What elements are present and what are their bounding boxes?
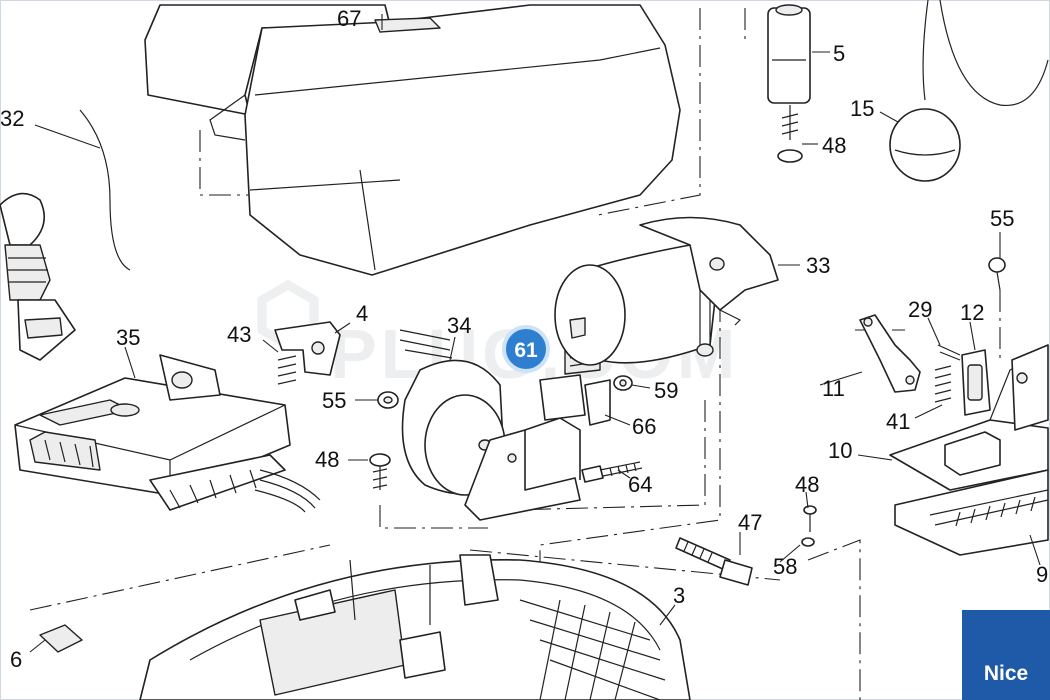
brand-text: Nice	[983, 662, 1029, 685]
callout-48-top: 48	[822, 133, 846, 158]
callout-47: 47	[738, 510, 762, 535]
part-32-lamp	[0, 109, 131, 361]
callout-11: 11	[822, 376, 845, 401]
part-55-nut-left	[377, 391, 399, 409]
part-59-nut	[613, 375, 633, 391]
callout-59: 59	[654, 378, 678, 403]
callout-6: 6	[10, 647, 22, 672]
part-48-screw-left	[369, 453, 391, 490]
part-10-board	[889, 344, 1049, 491]
part-5-holder	[767, 4, 811, 163]
callout-10: 10	[828, 438, 852, 463]
part-4-bracket	[274, 321, 341, 385]
highlight-label: 61	[514, 339, 538, 362]
callout-64: 64	[628, 472, 652, 497]
part-11-lever	[859, 314, 921, 393]
callout-66: 66	[632, 414, 656, 439]
highlight-marker-61[interactable]: 61	[502, 325, 550, 373]
part-47-bolt	[675, 537, 753, 586]
part-55-nut-right	[988, 257, 1006, 291]
part-29-pin	[937, 344, 961, 361]
part-9-rail	[894, 469, 1049, 556]
part-48-screw-right	[803, 505, 817, 532]
brand-logo: Nice	[962, 610, 1050, 700]
assembly-guide-lines	[29, 8, 1001, 700]
callout-15: 15	[850, 96, 874, 121]
part-33-motor	[554, 216, 779, 366]
callout-55-right: 55	[990, 206, 1014, 231]
part-58-washer	[801, 537, 815, 547]
callout-5: 5	[833, 41, 845, 66]
part-15-pendant	[889, 0, 1049, 182]
part-41-spring	[934, 365, 952, 403]
callout-58: 58	[773, 554, 797, 579]
part-6-pad	[39, 624, 83, 653]
part-64-bracket	[464, 417, 643, 521]
callout-35: 35	[116, 325, 140, 350]
highlight-dot[interactable]	[502, 325, 550, 373]
callout-67: 67	[337, 6, 361, 31]
callout-32: 32	[0, 106, 24, 131]
callout-33: 33	[806, 253, 830, 278]
top-cover	[144, 4, 681, 276]
callout-12: 12	[960, 300, 984, 325]
callout-55-left: 55	[322, 388, 346, 413]
callout-29: 29	[908, 297, 932, 322]
callout-9: 9	[1036, 562, 1048, 587]
callout-labels: 67 5 32 15 48 33 55 4 43 34 35 29 12 59 …	[0, 6, 1048, 672]
callout-41: 41	[886, 409, 910, 434]
part-35-control-board	[14, 354, 321, 513]
part-3-base	[139, 554, 691, 700]
callout-3: 3	[673, 583, 685, 608]
callout-48-right: 48	[795, 472, 819, 497]
callout-4: 4	[356, 301, 368, 326]
callout-43: 43	[227, 322, 251, 347]
callout-48-left: 48	[315, 447, 339, 472]
part-12-plate	[961, 349, 991, 416]
leader-lines	[29, 14, 1041, 653]
callout-34: 34	[447, 313, 471, 338]
